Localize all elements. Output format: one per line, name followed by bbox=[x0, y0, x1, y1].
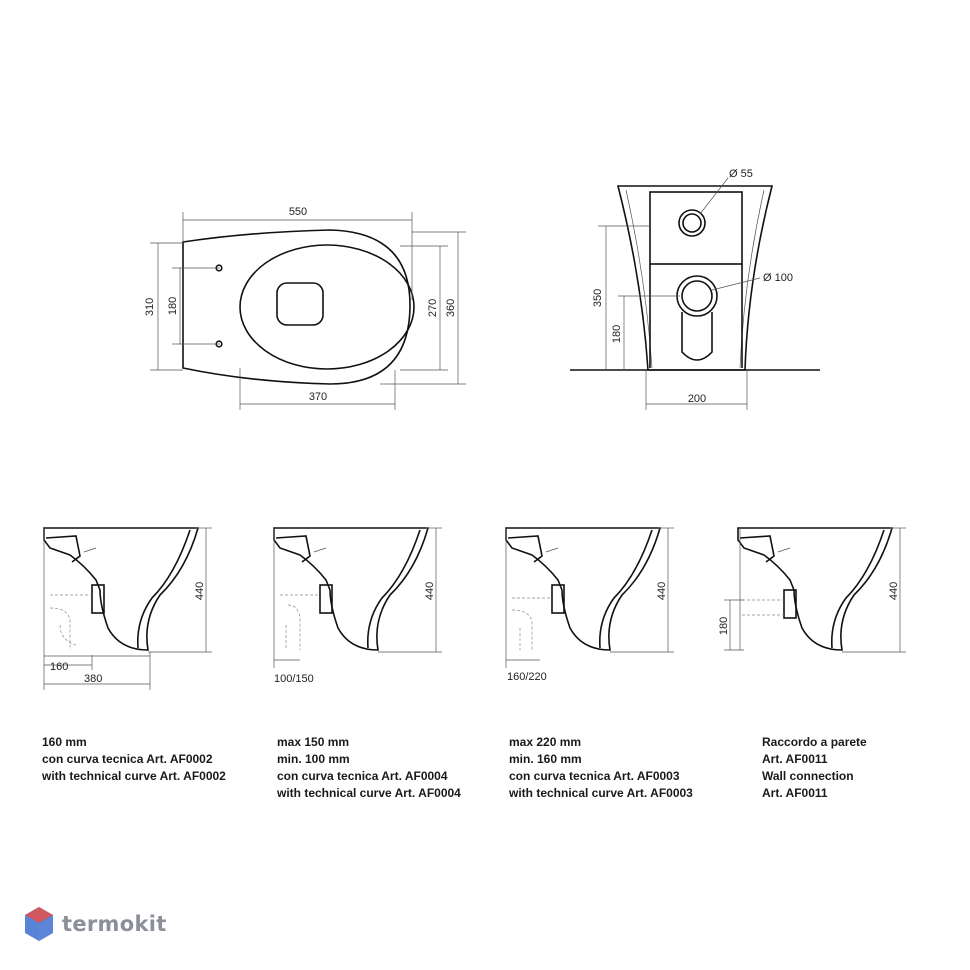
side1-dim-a: 160 bbox=[50, 661, 68, 673]
caption-1: 160 mm con curva tecnica Art. AF0002 wit… bbox=[42, 734, 226, 785]
caption-3-line: max 220 mm bbox=[509, 735, 582, 749]
caption-2: max 150 mm min. 100 mm con curva tecnica… bbox=[277, 734, 461, 802]
dim-180: 180 bbox=[167, 297, 179, 315]
top-view: 550 310 180 270 360 370 bbox=[144, 206, 466, 410]
side3-dim-a: 160/220 bbox=[507, 671, 547, 683]
side-view-2: 440 100/150 bbox=[273, 527, 442, 685]
dim-270: 270 bbox=[427, 299, 439, 317]
caption-2-line: con curva tecnica Art. AF0004 bbox=[277, 769, 448, 783]
caption-3: max 220 mm min. 160 mm con curva tecnica… bbox=[509, 734, 693, 802]
side1-dim-b: 380 bbox=[84, 673, 102, 685]
front-view: Ø 55 Ø 100 350 180 200 bbox=[570, 168, 820, 410]
side2-height: 440 bbox=[424, 582, 436, 600]
caption-4-line: Art. AF0011 bbox=[762, 786, 828, 800]
hexagon-logo-icon bbox=[25, 907, 53, 941]
side-view-4: 440 180 bbox=[718, 527, 906, 653]
side3-height: 440 bbox=[656, 582, 668, 600]
caption-1-line: 160 mm bbox=[42, 735, 87, 749]
brand-name: termokit bbox=[62, 912, 167, 936]
caption-2-line: with technical curve Art. AF0004 bbox=[277, 786, 461, 800]
side4-height: 440 bbox=[888, 582, 900, 600]
dim-360: 360 bbox=[445, 299, 457, 317]
side-view-1: 440 160 380 bbox=[43, 527, 212, 690]
dim-350: 350 bbox=[592, 289, 604, 307]
dim-200: 200 bbox=[688, 393, 706, 405]
side4-dim-a: 180 bbox=[718, 617, 730, 635]
side1-height: 440 bbox=[194, 582, 206, 600]
dim-550: 550 bbox=[289, 206, 307, 218]
dim-370: 370 bbox=[309, 391, 327, 403]
caption-4-line: Raccordo a parete bbox=[762, 735, 867, 749]
dim-d55: Ø 55 bbox=[729, 168, 753, 180]
caption-3-line: con curva tecnica Art. AF0003 bbox=[509, 769, 680, 783]
caption-1-line: con curva tecnica Art. AF0002 bbox=[42, 752, 213, 766]
brand-logo: termokit bbox=[24, 906, 167, 942]
dim-180-front: 180 bbox=[611, 325, 623, 343]
caption-3-line: with technical curve Art. AF0003 bbox=[509, 786, 693, 800]
dim-d100: Ø 100 bbox=[763, 272, 793, 284]
caption-2-line: min. 100 mm bbox=[277, 752, 350, 766]
caption-4-line: Art. AF0011 bbox=[762, 752, 828, 766]
side2-dim-a: 100/150 bbox=[274, 673, 314, 685]
caption-4-line: Wall connection bbox=[762, 769, 854, 783]
caption-2-line: max 150 mm bbox=[277, 735, 350, 749]
caption-3-line: min. 160 mm bbox=[509, 752, 582, 766]
dim-310: 310 bbox=[144, 298, 156, 316]
side-view-3: 440 160/220 bbox=[505, 527, 674, 683]
caption-4: Raccordo a parete Art. AF0011 Wall conne… bbox=[762, 734, 867, 802]
caption-1-line: with technical curve Art. AF0002 bbox=[42, 769, 226, 783]
